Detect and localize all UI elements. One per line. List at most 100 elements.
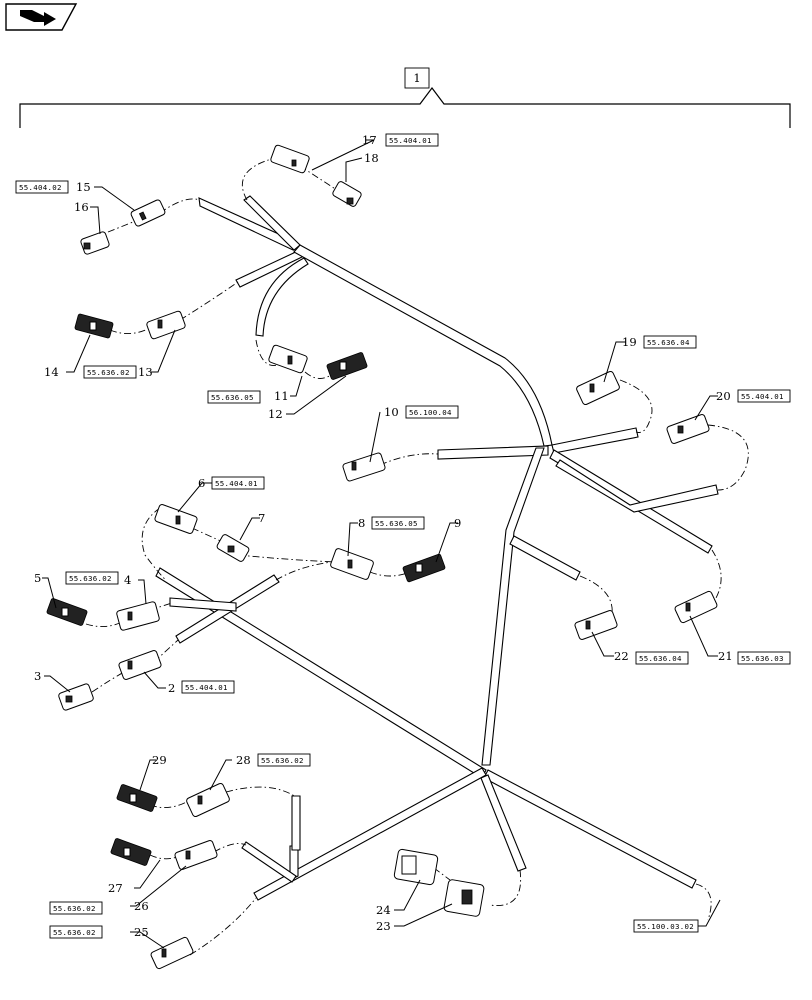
connector-3: [58, 683, 94, 711]
connector-11: [268, 344, 308, 374]
connector-18: [332, 181, 362, 207]
ref-box-22: 55.636.04: [635, 651, 689, 665]
item-number: 23: [376, 919, 391, 933]
ref-box-15: 55.404.02: [15, 180, 69, 194]
harness-trunks: [155, 195, 719, 901]
item-number: 17: [362, 133, 377, 147]
item-number: 22: [614, 649, 629, 663]
connector-10: [342, 452, 386, 482]
ref-box-28: 55.636.02: [257, 753, 311, 767]
item-number: 18: [364, 151, 379, 165]
connector-29: [116, 784, 158, 812]
item-number: 26: [134, 899, 149, 913]
item-number: 9: [454, 516, 461, 530]
svg-text:55.636.04: 55.636.04: [639, 654, 682, 663]
ref-box-17: 55.404.01: [385, 133, 439, 147]
connector-9: [402, 553, 446, 583]
assembly-bracket: 1: [19, 67, 791, 128]
item-number: 16: [74, 200, 89, 214]
connector-4: [116, 601, 160, 631]
connector-16: [80, 231, 110, 255]
connector-7: [216, 534, 250, 562]
item-number: 15: [76, 180, 91, 194]
connector-24: [393, 848, 439, 886]
svg-text:55.404.02: 55.404.02: [19, 183, 62, 192]
leader-lines: [42, 139, 721, 949]
connector-15: [130, 199, 166, 227]
svg-text:55.636.02: 55.636.02: [69, 574, 112, 583]
item-number: 27: [108, 881, 123, 895]
connector-25: [150, 936, 194, 970]
connector-2: [118, 650, 162, 680]
ref-box-11: 55.636.05: [207, 390, 261, 404]
item-number: 19: [622, 335, 637, 349]
svg-text:55.404.01: 55.404.01: [389, 136, 432, 145]
connector-12: [326, 352, 368, 380]
svg-text:55.636.02: 55.636.02: [53, 904, 96, 913]
item-numbers: 2 3 4 5 6 7 8 9 10 11 12 13 14 15 16 17 …: [34, 133, 733, 939]
ref-box-5: 55.636.02: [65, 571, 119, 585]
ref-box-26: 55.636.02: [49, 901, 103, 915]
item-number: 3: [34, 669, 41, 683]
svg-text:55.636.05: 55.636.05: [211, 393, 254, 402]
connector-14: [74, 313, 114, 339]
next-page-arrow-icon[interactable]: [5, 3, 78, 31]
connector-6: [154, 504, 198, 534]
svg-text:55.636.02: 55.636.02: [261, 756, 304, 765]
item-number: 6: [198, 476, 205, 490]
svg-text:55.636.03: 55.636.03: [741, 654, 784, 663]
item-number: 25: [134, 925, 149, 939]
connector-19: [576, 370, 620, 406]
ref-box-10: 56.100.04: [405, 405, 459, 419]
item-number: 4: [124, 573, 131, 587]
item-number: 5: [34, 571, 41, 585]
item-number: 8: [358, 516, 365, 530]
assembly-label: 1: [413, 71, 420, 85]
item-number: 28: [236, 753, 251, 767]
connector-22: [574, 610, 618, 640]
ref-box-19: 55.636.04: [643, 335, 697, 349]
svg-text:55.404.01: 55.404.01: [741, 392, 784, 401]
item-number: 21: [718, 649, 733, 663]
item-number: 20: [716, 389, 731, 403]
connector-27: [110, 838, 152, 866]
svg-text:55.636.05: 55.636.05: [375, 519, 418, 528]
ref-box-20: 55.404.01: [737, 389, 791, 403]
dashed-wires: [85, 157, 749, 956]
ref-box-25: 55.636.02: [49, 925, 103, 939]
item-number: 24: [376, 903, 391, 917]
ref-box-13: 55.636.02: [83, 365, 137, 379]
ref-box-21: 55.636.03: [737, 651, 791, 665]
item-number: 14: [44, 365, 59, 379]
item-number: 7: [258, 511, 265, 525]
connector-28: [186, 782, 230, 818]
svg-text:55.636.02: 55.636.02: [87, 368, 130, 377]
svg-text:55.404.01: 55.404.01: [185, 683, 228, 692]
svg-text:55.636.04: 55.636.04: [647, 338, 690, 347]
connector-5: [46, 598, 88, 626]
ref-box-6: 55.404.01: [211, 476, 265, 490]
ref-box-harness: 55.100.03.02: [633, 919, 699, 933]
connectors: [46, 144, 718, 970]
connector-23: [443, 879, 485, 917]
reference-boxes: 55.404.01 55.636.02 55.404.01 55.636.05 …: [15, 133, 791, 939]
svg-text:55.100.03.02: 55.100.03.02: [637, 922, 694, 931]
svg-text:56.100.04: 56.100.04: [409, 408, 452, 417]
ref-box-2: 55.404.01: [181, 680, 235, 694]
ref-box-8: 55.636.05: [371, 516, 425, 530]
connector-13: [146, 310, 186, 340]
connector-8: [330, 548, 374, 580]
item-number: 10: [384, 405, 399, 419]
item-number: 13: [138, 365, 153, 379]
svg-text:55.636.02: 55.636.02: [53, 928, 96, 937]
item-number: 29: [152, 753, 167, 767]
connector-21: [674, 590, 718, 624]
item-number: 2: [168, 681, 175, 695]
item-number: 12: [268, 407, 283, 421]
svg-text:55.404.01: 55.404.01: [215, 479, 258, 488]
connector-17: [270, 144, 310, 174]
item-number: 11: [274, 389, 289, 403]
connector-26: [174, 840, 218, 870]
connector-20: [666, 414, 710, 444]
